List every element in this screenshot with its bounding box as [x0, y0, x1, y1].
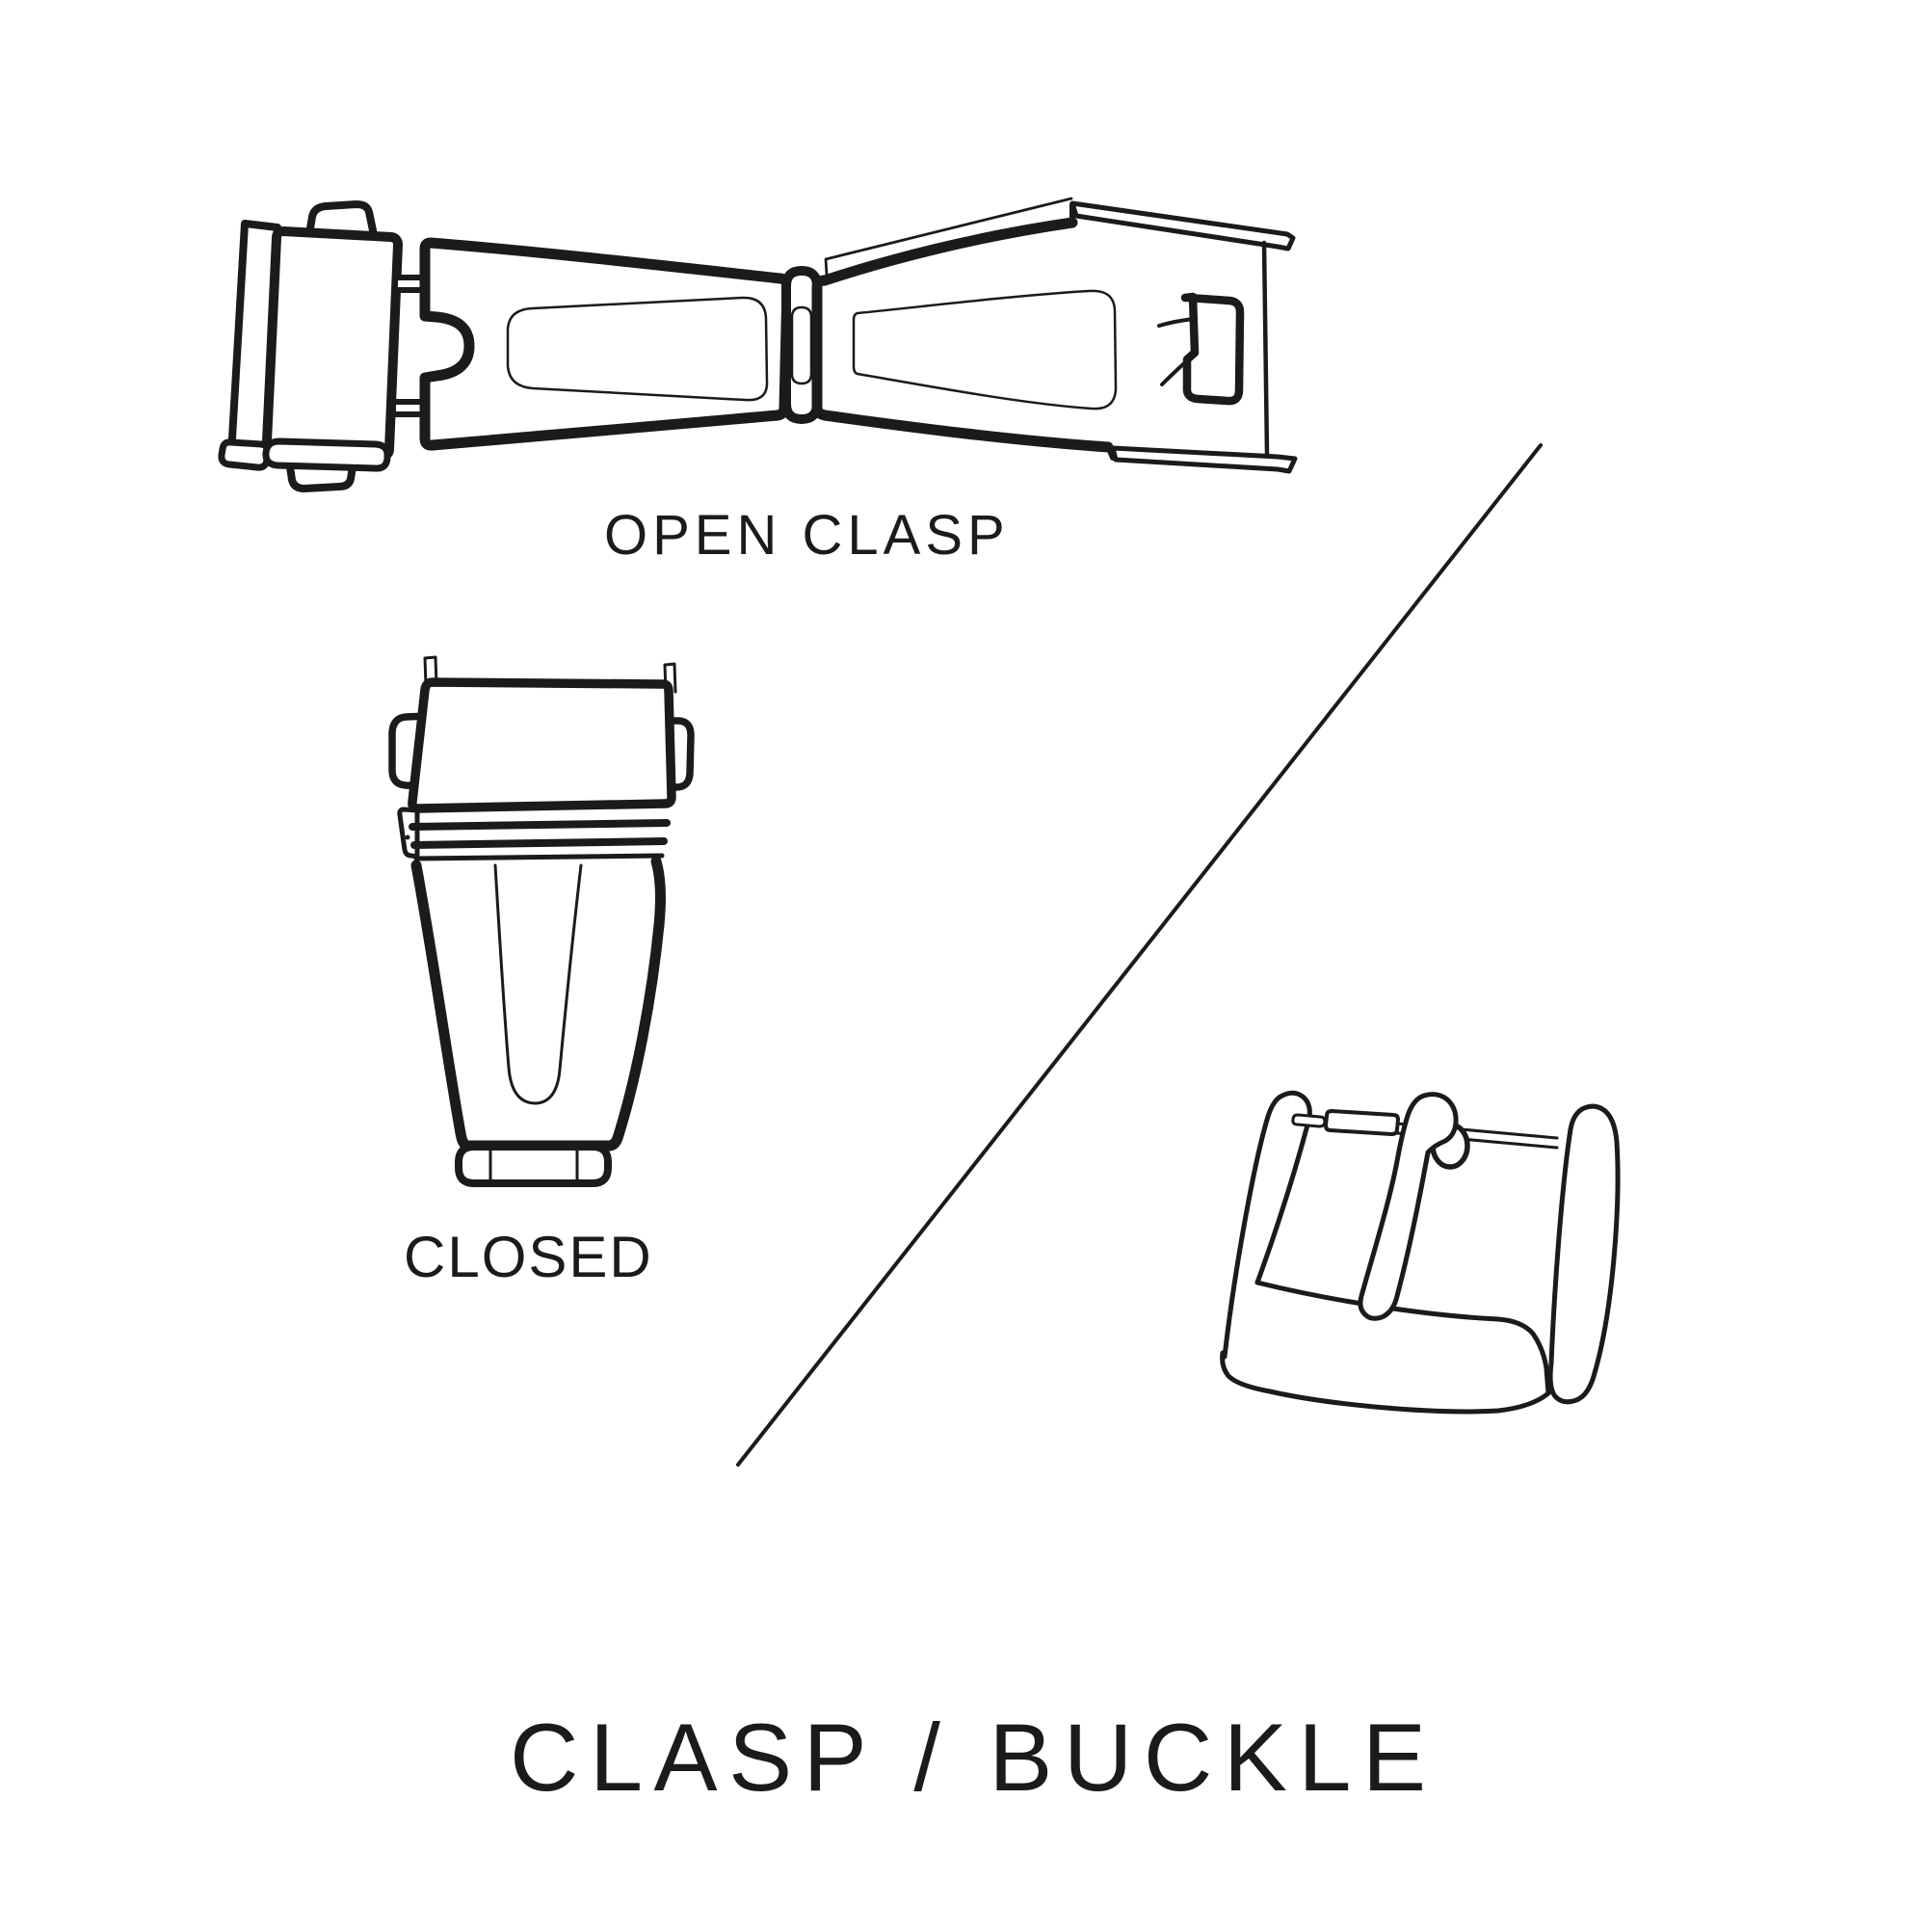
svg-text:OPEN CLASP: OPEN CLASP — [604, 504, 1010, 567]
svg-text:CLOSED: CLOSED — [404, 1225, 653, 1289]
svg-text:CLASP / BUCKLE: CLASP / BUCKLE — [510, 1704, 1438, 1811]
